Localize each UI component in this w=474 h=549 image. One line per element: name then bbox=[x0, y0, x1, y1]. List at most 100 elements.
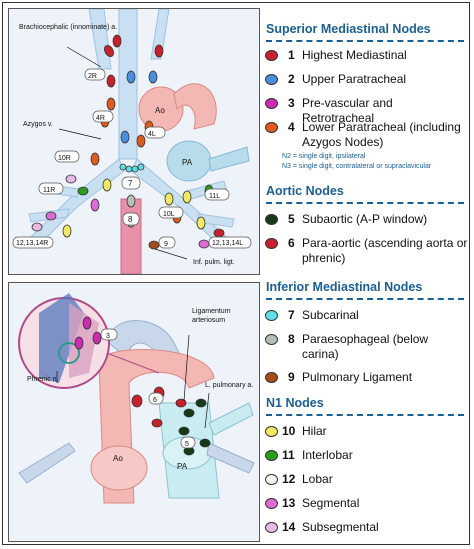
node-13-marker bbox=[90, 198, 100, 212]
section-title-n1: N1 Nodes bbox=[266, 396, 324, 410]
node-8-swatch bbox=[265, 334, 278, 345]
node-9-marker bbox=[148, 240, 160, 250]
node-5-marker bbox=[199, 438, 211, 448]
label-bubbles-bottom bbox=[100, 328, 196, 449]
label-10R: 10R bbox=[58, 155, 71, 162]
mediastinal-diagram-top: Brachiocephalic (innominate) a. Azygos v… bbox=[8, 8, 260, 275]
label-inf-pulm: Inf. pulm. ligt. bbox=[193, 259, 235, 266]
node-3-marker bbox=[74, 336, 84, 350]
node-13-swatch bbox=[265, 498, 278, 509]
node-1-marker bbox=[106, 74, 116, 88]
node-1-swatch bbox=[265, 50, 278, 61]
label-12R: 12,13,14R bbox=[16, 240, 48, 247]
node-6-marker bbox=[175, 398, 187, 408]
label-3: 3 bbox=[106, 333, 110, 340]
leader-lines bbox=[58, 46, 188, 260]
inset-magnifier bbox=[18, 293, 160, 389]
esophagus bbox=[120, 198, 142, 274]
node-7-swatch bbox=[265, 310, 278, 321]
section-title-inferior: Inferior Mediastinal Nodes bbox=[266, 280, 423, 294]
section-title-superior: Superior Mediastinal Nodes bbox=[266, 22, 431, 36]
node-10-marker bbox=[164, 192, 174, 206]
label-pa-top: PA bbox=[182, 158, 193, 167]
great-vessels-bottom bbox=[18, 320, 255, 504]
label-5: 5 bbox=[185, 441, 189, 448]
node-14-swatch bbox=[265, 522, 278, 533]
node-2-marker bbox=[148, 70, 158, 84]
label-phrenic: Phrenic n. bbox=[27, 376, 59, 383]
node-5-marker bbox=[195, 398, 207, 408]
node-2-marker bbox=[120, 130, 130, 144]
label-ao-top: Ao bbox=[155, 106, 165, 115]
node-11-swatch bbox=[265, 450, 278, 461]
node-12-swatch bbox=[265, 474, 278, 485]
node-8-marker bbox=[126, 194, 136, 208]
node-5-marker bbox=[178, 426, 190, 436]
node-1-marker bbox=[112, 34, 122, 48]
label-10L: 10L bbox=[163, 211, 175, 218]
top-diagram-svg: Brachiocephalic (innominate) a. Azygos v… bbox=[12, 9, 252, 274]
node-10-marker bbox=[62, 224, 72, 238]
mediastinal-diagram-bottom: Ligamentum arteriosum L. pulmonary a. Ph… bbox=[8, 282, 260, 542]
n1-title-text: N1 Nodes bbox=[266, 396, 324, 410]
node-4-marker bbox=[90, 152, 100, 166]
section-divider bbox=[266, 202, 464, 204]
lymph-node-legend: Superior Mediastinal Nodes 1 Highest Med… bbox=[265, 22, 468, 534]
label-lpulm: L. pulmonary a. bbox=[205, 382, 253, 389]
label-4R: 4R bbox=[96, 115, 105, 122]
section-divider bbox=[266, 40, 464, 42]
note-n3: N3 = single digit, contralateral or supr… bbox=[282, 163, 432, 170]
node-4-marker bbox=[106, 97, 116, 111]
label-12L: 12,13,14L bbox=[212, 240, 243, 247]
section-divider bbox=[266, 414, 464, 416]
label-4L: 4L bbox=[148, 131, 156, 138]
label-pa-bottom: PA bbox=[177, 462, 188, 471]
node-4-marker bbox=[136, 134, 146, 148]
node-5-swatch bbox=[265, 214, 278, 225]
node-14-marker bbox=[65, 174, 77, 184]
label-9: 9 bbox=[164, 241, 168, 248]
node-7-marker bbox=[119, 163, 127, 171]
node-6-marker bbox=[131, 394, 143, 408]
node-7-marker bbox=[137, 163, 145, 171]
node-2-marker bbox=[126, 70, 136, 84]
node-1-marker bbox=[154, 44, 164, 58]
node-3-swatch bbox=[265, 98, 278, 109]
node-5-marker bbox=[183, 408, 195, 418]
label-11L: 11L bbox=[209, 193, 220, 200]
node-11-marker bbox=[77, 186, 89, 196]
node-6-swatch bbox=[265, 238, 278, 249]
node-markers-bottom bbox=[131, 386, 211, 456]
label-ao-bottom: Ao bbox=[113, 454, 123, 463]
label-6: 6 bbox=[153, 397, 157, 404]
label-ligamentum-1: Ligamentum bbox=[192, 308, 231, 315]
node-10-swatch bbox=[265, 426, 278, 437]
node-3-marker bbox=[92, 331, 102, 345]
section-title-aortic: Aortic Nodes bbox=[266, 184, 344, 198]
node-7-marker bbox=[131, 165, 139, 173]
note-n2: N2 = single digit, ipsilateral bbox=[282, 153, 366, 160]
label-bubbles bbox=[12, 68, 252, 249]
node-10-marker bbox=[182, 190, 192, 204]
node-3-marker bbox=[82, 316, 92, 330]
node-13-marker bbox=[45, 211, 57, 221]
label-brachiocephalic: Brachiocephalic (innominate) a. bbox=[19, 24, 117, 31]
label-2R: 2R bbox=[88, 73, 97, 80]
node-4-swatch bbox=[265, 122, 278, 133]
node-10-marker bbox=[102, 178, 112, 192]
label-azygos: Azygos v. bbox=[23, 121, 53, 128]
node-14-marker bbox=[31, 222, 43, 232]
bottom-diagram-svg: Ligamentum arteriosum L. pulmonary a. Ph… bbox=[18, 293, 255, 504]
node-13-marker bbox=[198, 239, 210, 249]
node-10-marker bbox=[196, 216, 206, 230]
node-1-marker bbox=[104, 45, 114, 57]
label-8: 8 bbox=[128, 215, 133, 224]
node-7-marker bbox=[125, 165, 133, 173]
node-6-marker bbox=[213, 228, 225, 238]
label-7: 7 bbox=[128, 179, 133, 188]
node-9-swatch bbox=[265, 372, 278, 383]
node-6-marker bbox=[151, 418, 163, 428]
leader-lines-bottom bbox=[56, 334, 210, 429]
section-divider bbox=[266, 298, 464, 300]
label-11R: 11R bbox=[43, 187, 55, 194]
